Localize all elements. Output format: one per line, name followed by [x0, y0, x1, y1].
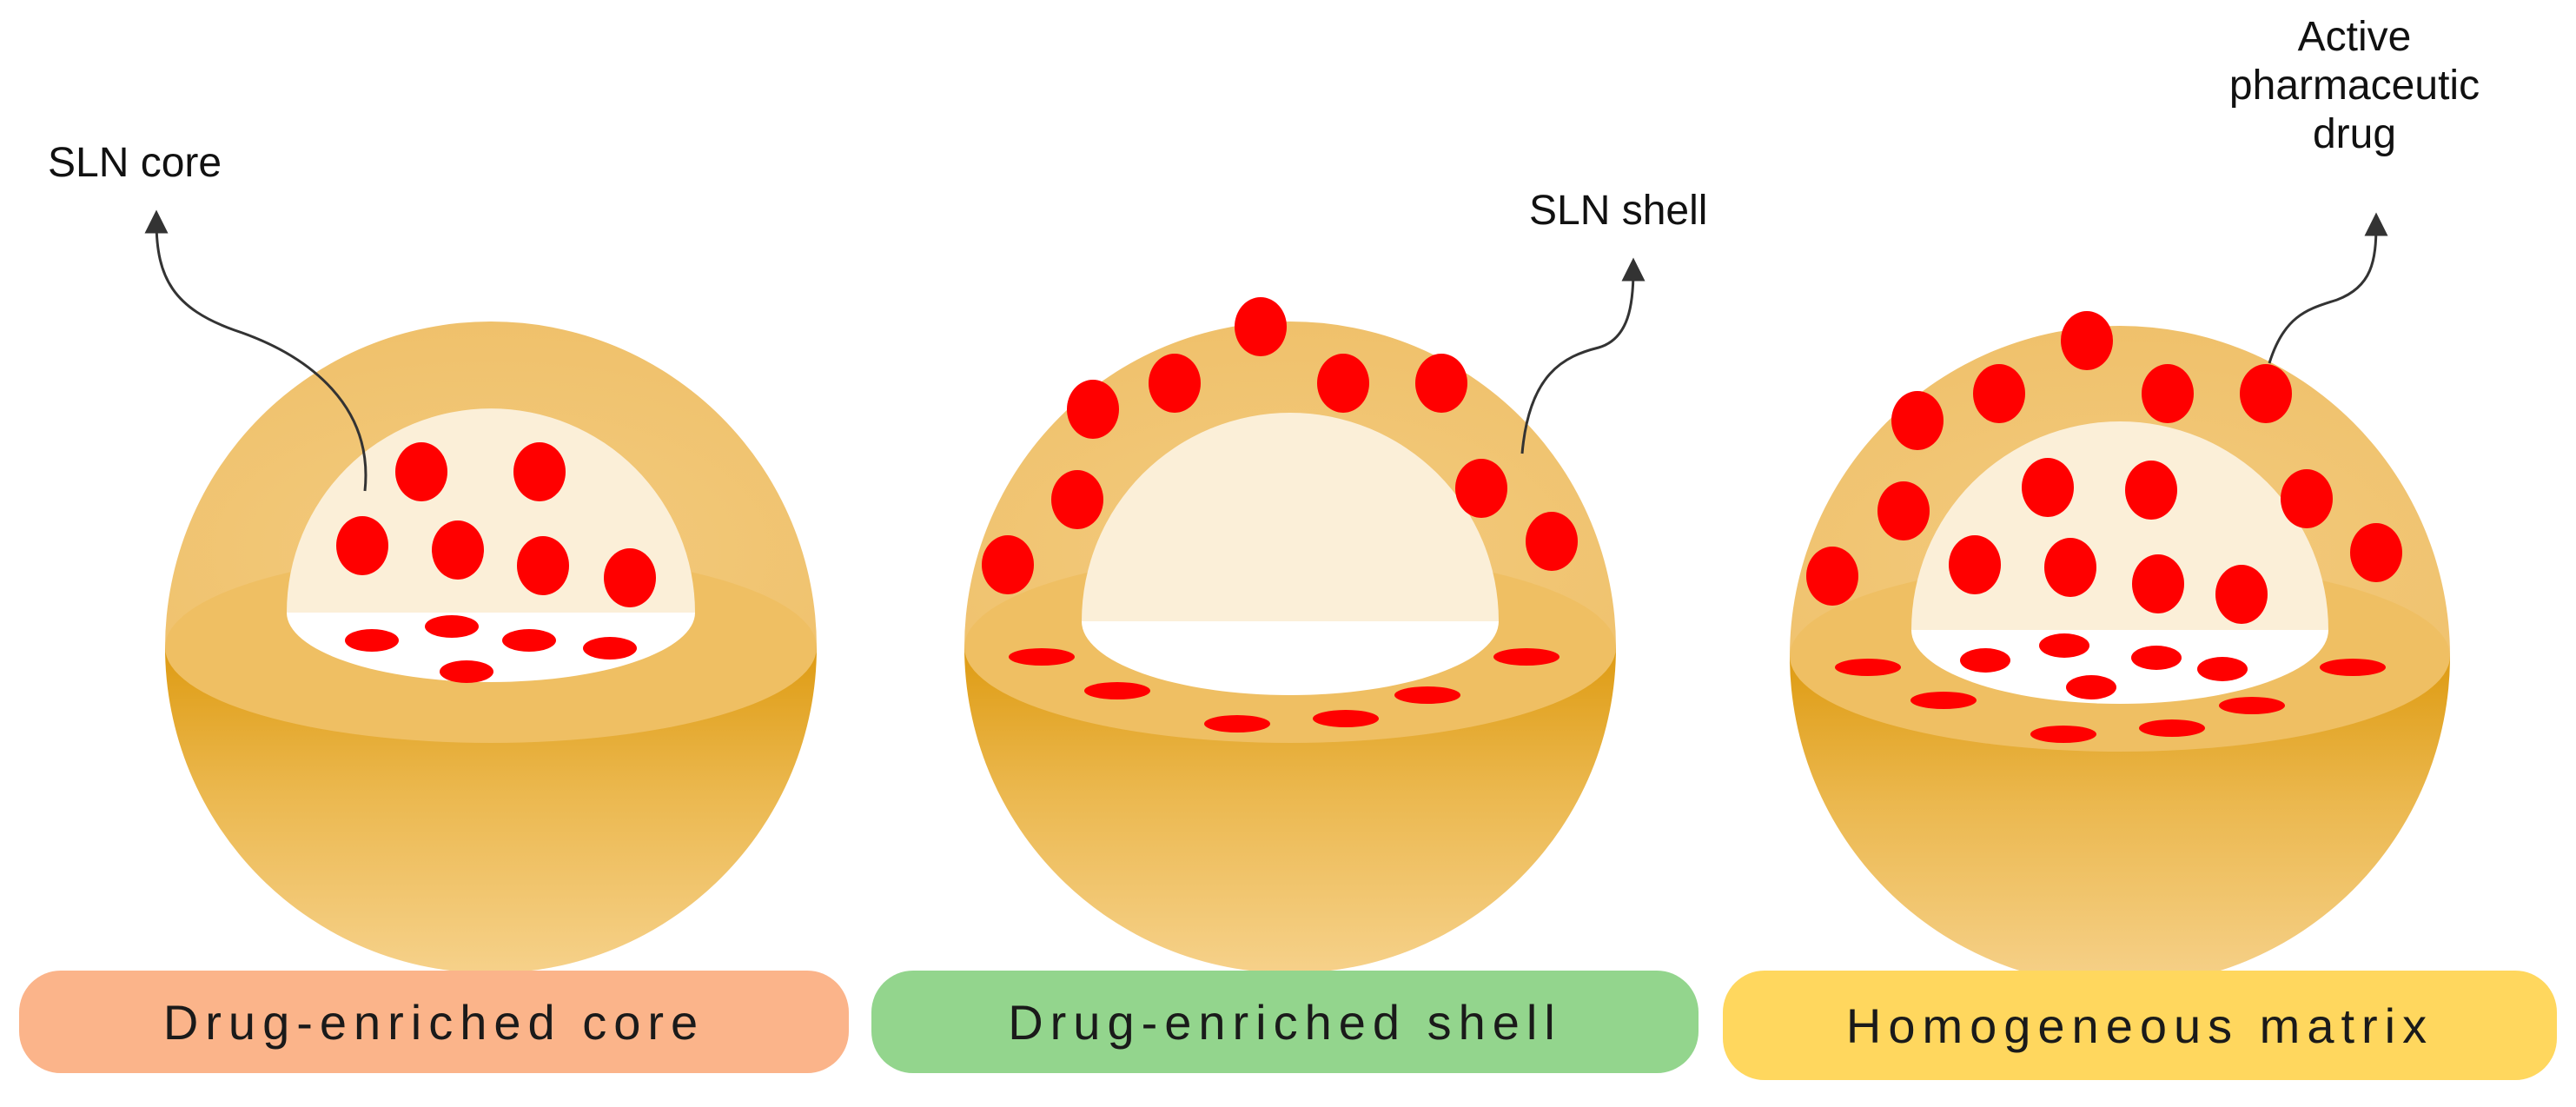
drug-dot [1313, 710, 1379, 727]
drug-dot [395, 442, 447, 501]
drug-dot [1877, 481, 1930, 540]
drug-dot [1891, 391, 1944, 450]
drug-dot [2061, 311, 2113, 370]
drug-dot [1835, 659, 1901, 676]
drug-dot [1910, 692, 1977, 709]
drug-dot [1317, 354, 1369, 413]
drug-label-line3: drug [2312, 111, 2397, 157]
drug-dot [2044, 538, 2096, 597]
panel-label-shell: Drug-enriched shell [871, 971, 1699, 1073]
sln-shell-label: SLN shell [1529, 188, 1708, 234]
drug-dot [2132, 554, 2184, 613]
drug-dot [2215, 565, 2268, 624]
drug-dot [1960, 648, 2010, 673]
core-cavity [287, 408, 695, 613]
drug-dot [1493, 648, 1560, 666]
sphere-shell [964, 257, 1646, 973]
drug-dot [2142, 364, 2194, 423]
panel-label-matrix: Homogeneous matrix [1723, 971, 2557, 1080]
drug-dot [1009, 648, 1075, 666]
sphere-matrix [1790, 212, 2450, 986]
drug-dot [336, 516, 388, 575]
drug-label-line1: Active [2297, 14, 2412, 60]
drug-dot [345, 629, 399, 652]
drug-dot [2240, 364, 2292, 423]
sphere-core [144, 209, 817, 973]
drug-dot [1973, 364, 2025, 423]
drug-dot [604, 548, 656, 607]
drug-dot [1149, 354, 1201, 413]
drug-dot [2131, 646, 2182, 670]
drug-dot [2219, 697, 2285, 714]
drug-dot [583, 637, 637, 660]
drug-dot [2039, 633, 2089, 658]
core-cavity [1082, 413, 1499, 621]
drug-arrow [2268, 212, 2388, 364]
drug-dot [2350, 523, 2402, 582]
core-cavity-floor [1082, 621, 1499, 695]
drug-dot [1204, 715, 1270, 732]
drug-dot [517, 536, 569, 595]
drug-label: Active pharmaceutic drug [2172, 13, 2537, 159]
drug-dot [1415, 354, 1467, 413]
drug-dot [440, 660, 493, 683]
panel-label-core: Drug-enriched core [19, 971, 849, 1073]
drug-label-line2: pharmaceutic [2228, 63, 2480, 109]
drug-dot [1067, 380, 1119, 439]
sln-shell-arrow [1520, 257, 1646, 454]
drug-dot [1949, 535, 2001, 594]
drug-dots [336, 442, 656, 683]
drug-dot [1084, 682, 1150, 699]
drug-dot [2320, 659, 2386, 676]
drug-dot [502, 629, 556, 652]
drug-dot [982, 535, 1034, 594]
drug-dot [1235, 297, 1287, 356]
drug-dot [1806, 547, 1858, 606]
drug-dot [2066, 675, 2116, 699]
sln-core-arrow [144, 209, 368, 492]
drug-dot [1394, 686, 1460, 704]
sln-core-label: SLN core [48, 140, 222, 186]
drug-dot [1526, 512, 1578, 571]
drug-dots [982, 297, 1578, 732]
drug-dot [2125, 461, 2177, 520]
drug-dot [2197, 657, 2248, 681]
drug-dot [1455, 459, 1507, 518]
drug-dot [513, 442, 566, 501]
drug-dot [2030, 726, 2096, 743]
drug-dot [2022, 458, 2074, 517]
drug-dot [2281, 469, 2333, 528]
core-cavity-floor [1911, 630, 2328, 704]
drug-dots [1806, 311, 2402, 743]
drug-dot [1051, 470, 1103, 529]
drug-dot [2139, 719, 2205, 737]
drug-dot [432, 520, 484, 580]
core-cavity-floor [287, 613, 695, 682]
drug-dot [425, 615, 479, 638]
